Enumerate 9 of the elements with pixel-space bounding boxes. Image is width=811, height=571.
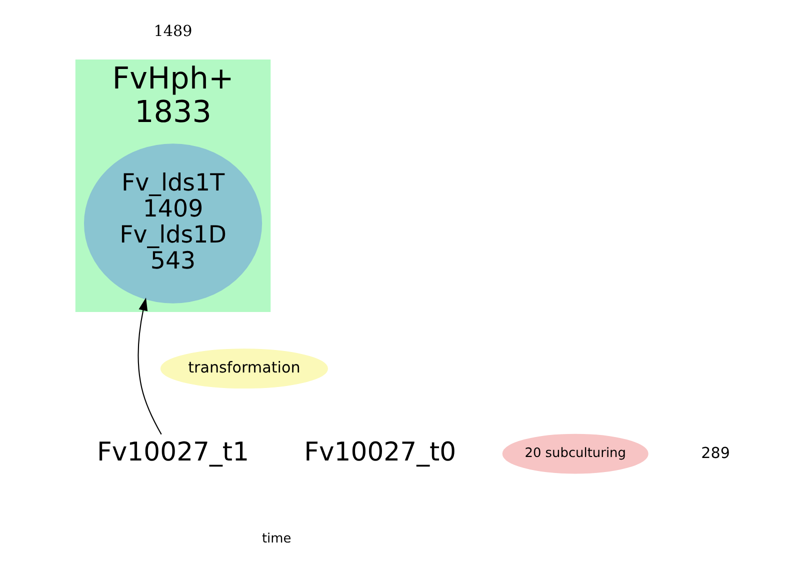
node-text: Fv10027_t1 [96,437,249,468]
label: 289 [700,444,730,462]
arrow [137,298,162,435]
node-ellipse: transformation [160,348,328,389]
node-ellipse: 20 subculturing [502,434,648,474]
label: Fv10027_t0 [304,437,456,468]
node-label: 1489 [153,22,192,40]
node-ellipse: Fv_lds1T 1409 Fv_lds1D 543 [83,144,262,304]
label: time [261,531,291,546]
